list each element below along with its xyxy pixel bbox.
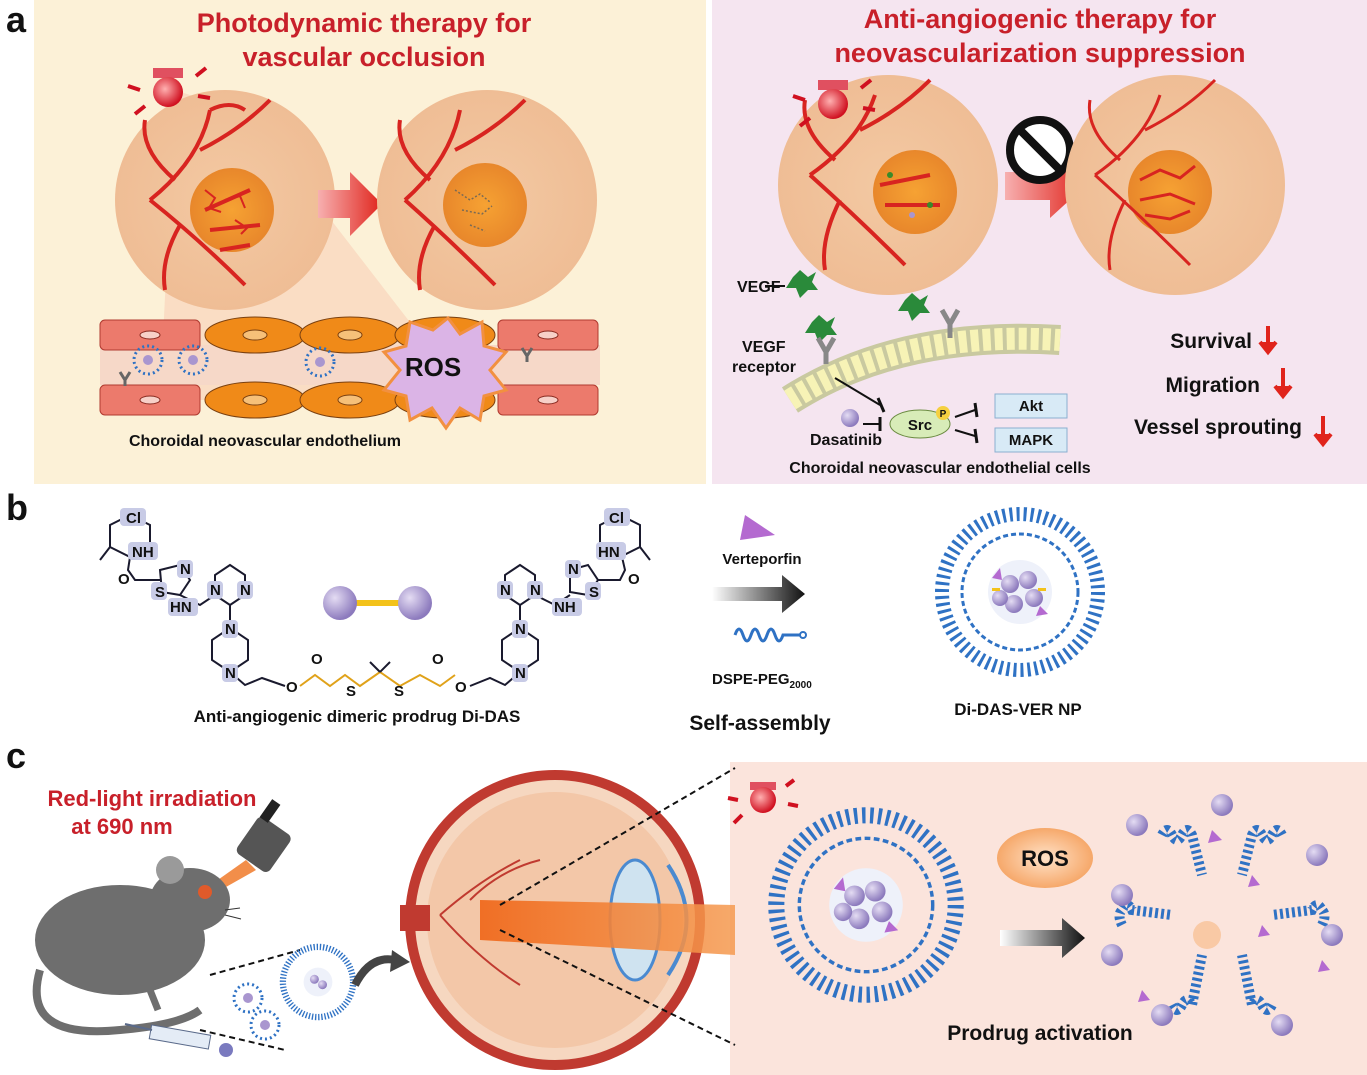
pdt-title-line-2: vascular occlusion	[242, 42, 485, 72]
atom-cl-right: Cl	[609, 510, 624, 527]
atom-n-left-ring: N	[180, 561, 191, 578]
vegf-icon	[786, 270, 818, 298]
fundus-before-treatment	[778, 75, 998, 295]
atom-s-right-ring: S	[589, 584, 599, 601]
akt-label: Akt	[1019, 398, 1043, 415]
irradiation-label-line-2: at 690 nm	[71, 814, 173, 839]
ros-burst: ROS	[381, 315, 509, 431]
endothelial-cells-caption: Choroidal neovascular endothelial cells	[789, 460, 1091, 477]
akt-box	[994, 393, 1068, 419]
light-source-icon	[127, 66, 211, 116]
vegf-receptor-icon	[815, 336, 837, 364]
pdt-arrow	[318, 172, 382, 236]
atom-s-link-2: S	[394, 683, 404, 700]
irradiation-label-line-1: Red-light irradiation	[48, 786, 257, 811]
atom-n-right-pyr-1: N	[500, 582, 511, 599]
activation-arrow	[1000, 918, 1085, 958]
panel-b-letter: b	[6, 487, 28, 528]
atom-n-left-pyr-2: N	[240, 582, 251, 599]
effects-list: Survival Migration Vessel sprouting	[1134, 326, 1333, 448]
panel-c-letter: c	[6, 735, 26, 776]
di-das-atom-labels: Cl NH O S N HN N N N N O O S S O O N N N…	[118, 508, 640, 700]
di-das-ver-nanoparticle	[935, 507, 1105, 677]
endothelium-caption: Choroidal neovascular endothelium	[129, 433, 401, 450]
atom-o-right-ester-1: O	[432, 651, 444, 668]
vegf-label: VEGF	[737, 279, 781, 296]
atom-n-left-pip-1: N	[225, 621, 236, 638]
atom-n-left-pyr-1: N	[210, 582, 221, 599]
ros-label-c: ROS	[1021, 846, 1069, 871]
fundus-before-pdt	[115, 90, 335, 310]
prodrug-caption: Anti-angiogenic dimeric prodrug Di-DAS	[194, 707, 521, 726]
atom-hn-right: HN	[598, 544, 620, 561]
atom-n-left-pip-2: N	[225, 665, 236, 682]
atom-n-right-ring: N	[568, 561, 579, 578]
atom-o-right-ester-2: O	[455, 679, 467, 696]
np-caption: Di-DAS-VER NP	[954, 700, 1082, 719]
light-beam	[480, 900, 735, 955]
atom-s-left-ring: S	[155, 584, 165, 601]
verteporfin-label: Verteporfin	[722, 551, 801, 568]
ros-cloud: ROS	[997, 828, 1093, 888]
atom-o-left-ester-2: O	[311, 651, 323, 668]
assembly-arrow	[712, 575, 805, 613]
vegf-receptor-icon-2	[939, 308, 961, 338]
atom-n-right-pyr-2: N	[530, 582, 541, 599]
fundus-after-treatment	[1065, 75, 1285, 295]
vegf-receptor-label-line-1: VEGF	[742, 339, 786, 356]
syringe-icon	[124, 1023, 233, 1057]
effect-survival: Survival	[1170, 330, 1252, 353]
atom-nh-right: NH	[554, 599, 576, 616]
cell-membrane	[781, 323, 1061, 413]
down-arrow-icon-3	[1313, 416, 1333, 448]
atom-n-right-pip-2: N	[515, 621, 526, 638]
panel-a-letter: a	[6, 0, 27, 40]
fundus-after-pdt	[377, 90, 597, 310]
injection-arrow	[351, 955, 396, 987]
light-source-icon-3	[727, 778, 799, 825]
vegf-icon-3	[805, 315, 837, 343]
prohibited-icon	[1006, 116, 1074, 184]
dasatinib-label: Dasatinib	[810, 432, 882, 449]
endothelium-vessel	[99, 316, 600, 419]
atom-nh-left: NH	[132, 544, 154, 561]
atom-o-left-ester-1: O	[286, 679, 298, 696]
dspe-peg-icon	[733, 627, 800, 643]
vegf-icon-2	[898, 293, 930, 321]
dimer-schematic	[323, 586, 432, 620]
effect-vessel-sprouting: Vessel sprouting	[1134, 416, 1302, 439]
atom-o-left: O	[118, 571, 130, 588]
ros-label-a: ROS	[405, 352, 461, 382]
atom-s-link-1: S	[346, 683, 356, 700]
effect-migration: Migration	[1166, 374, 1261, 397]
atom-n-right-pip-1: N	[515, 665, 526, 682]
self-assembly-label: Self-assembly	[689, 712, 831, 735]
activation-caption: Prodrug activation	[947, 1022, 1133, 1045]
np-disassembled	[1101, 794, 1343, 1036]
light-source-icon-2	[792, 78, 876, 128]
dasatinib-bead	[841, 409, 859, 427]
src-node	[889, 409, 951, 439]
verteporfin-icon	[740, 515, 775, 540]
vegf-receptor-label-line-2: receptor	[732, 359, 796, 376]
mouse-illustration	[32, 856, 242, 1036]
pdt-title-line-1: Photodynamic therapy for	[197, 8, 532, 38]
mapk-label: MAPK	[1009, 432, 1053, 449]
down-arrow-icon-2	[1273, 368, 1293, 400]
phospho-badge	[936, 406, 950, 420]
np-small	[279, 943, 357, 1021]
phospho-label: P	[940, 409, 947, 420]
down-arrow-icon	[1258, 326, 1278, 356]
mapk-box	[994, 427, 1068, 453]
anti-angiogenic-title-line-2: neovascularization suppression	[834, 38, 1245, 68]
atom-o-right: O	[628, 571, 640, 588]
atom-hn-left: HN	[170, 599, 192, 616]
dspe-peg-label: DSPE-PEG2000	[712, 671, 812, 691]
atom-cl-left: Cl	[126, 510, 141, 527]
anti-angiogenic-title-line-1: Anti-angiogenic therapy for	[864, 4, 1217, 34]
src-label: Src	[908, 417, 932, 434]
